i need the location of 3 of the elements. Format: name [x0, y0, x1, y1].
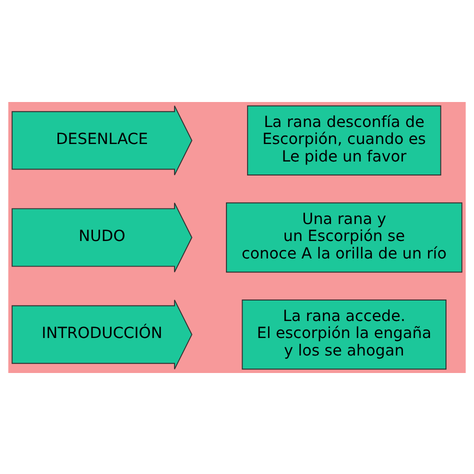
node-box: La rana accede. El escorpión la engaña y los se ahogan	[242, 298, 446, 370]
node-box: La rana desconfía de Escorpión, cuando es Le pide un favor	[247, 104, 442, 176]
node-box: Una rana y un Escorpión se conoce A la orilla de un río	[226, 202, 462, 272]
